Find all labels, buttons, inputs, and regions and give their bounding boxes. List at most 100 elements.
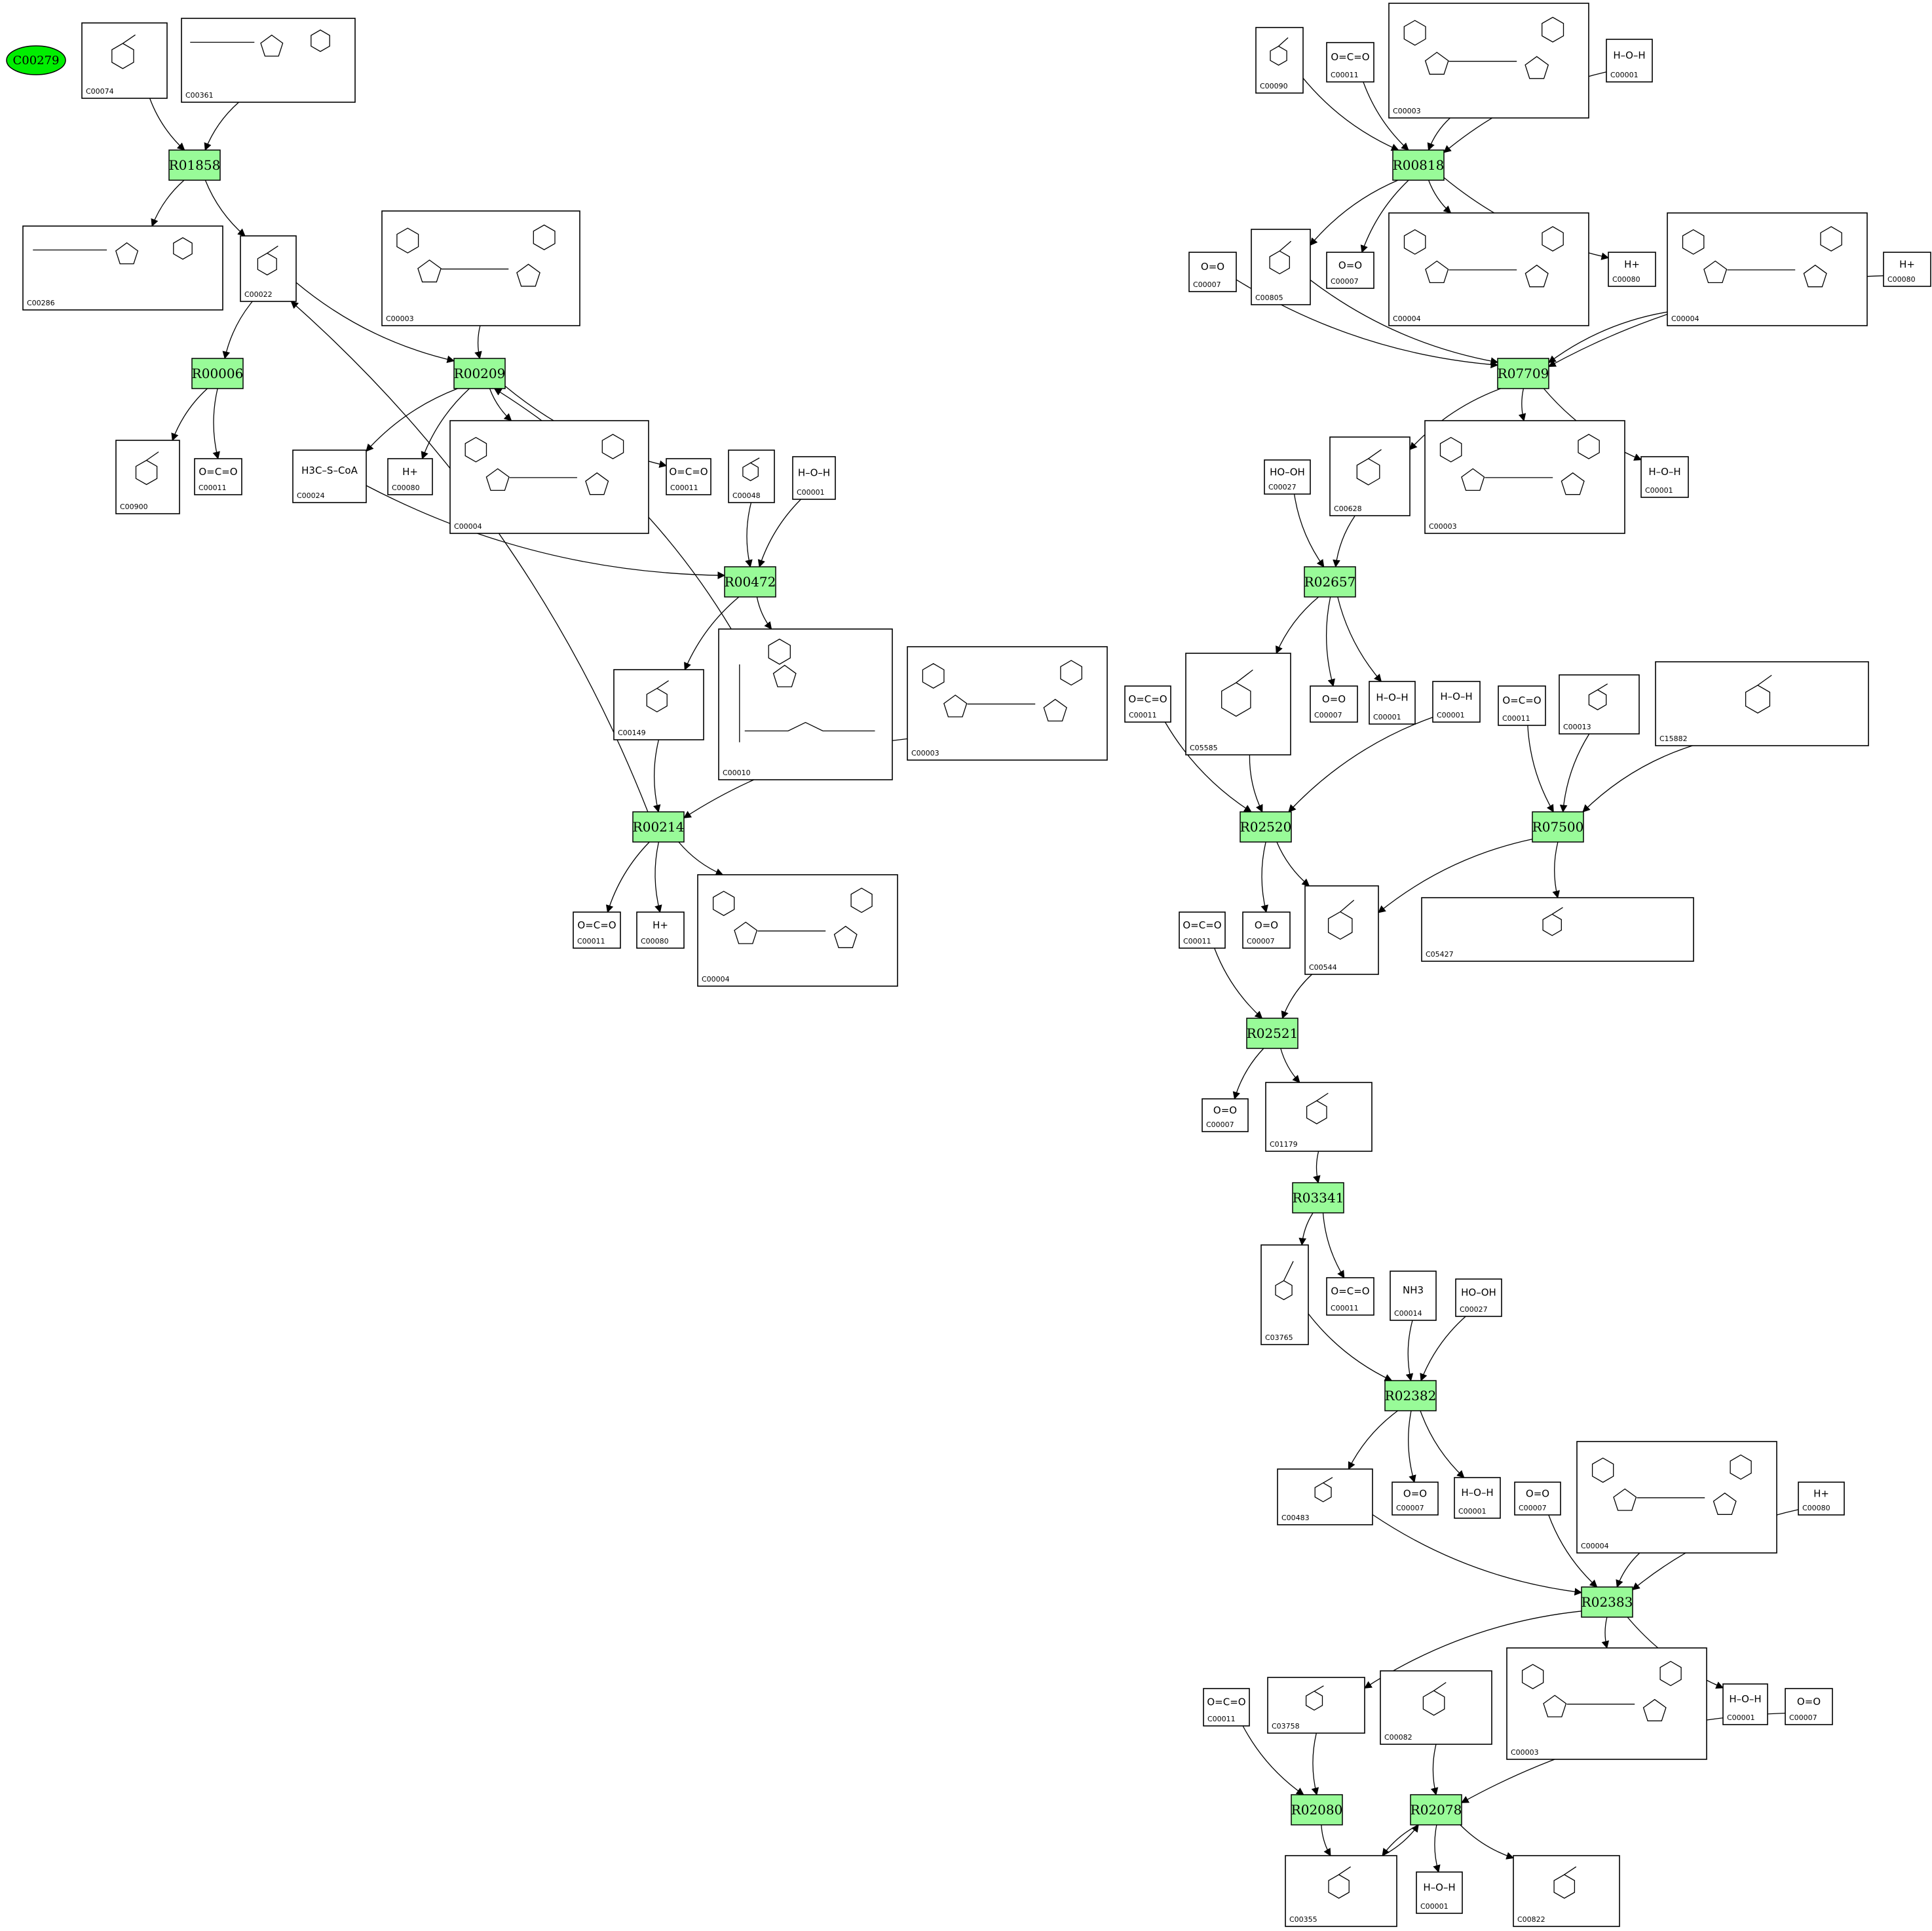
- reaction-node-r03341[interactable]: R03341: [1292, 1182, 1344, 1214]
- reaction-node-r00006[interactable]: R00006: [191, 358, 244, 389]
- structure-sketch: [1682, 226, 1842, 288]
- compound-node-c00004[interactable]: C00004: [1388, 212, 1589, 326]
- reaction-node-r00472[interactable]: R00472: [724, 566, 776, 598]
- compound-id-label: C00004: [1393, 315, 1421, 323]
- compound-node-c05585[interactable]: C05585: [1185, 653, 1291, 755]
- compound-node-c00361[interactable]: C00361: [181, 18, 356, 103]
- compound-node-c15882[interactable]: C15882: [1655, 661, 1869, 746]
- compound-node-c00286[interactable]: C00286: [22, 225, 223, 311]
- reaction-node-r02382[interactable]: R02382: [1384, 1380, 1437, 1411]
- compound-id-label: C01179: [1270, 1140, 1298, 1149]
- structure-sketch: [739, 638, 875, 742]
- compound-node-c00004[interactable]: C00004: [1667, 212, 1868, 326]
- reaction-node-r00214[interactable]: R00214: [632, 811, 685, 843]
- compound-node-c00074[interactable]: C00074: [81, 22, 168, 99]
- reaction-node-r00209[interactable]: R00209: [453, 358, 506, 389]
- compound-node-c00900[interactable]: C00900: [115, 440, 180, 514]
- edge-arrow: [489, 388, 512, 421]
- compound-node-c00003[interactable]: C00003: [1388, 3, 1589, 119]
- reaction-node-r02657[interactable]: R02657: [1304, 566, 1356, 598]
- structure-sketch: [190, 29, 330, 57]
- compound-node-c00822[interactable]: C00822: [1513, 1855, 1620, 1927]
- compound-node-c00013[interactable]: C00013: [1559, 674, 1640, 735]
- reaction-node-r02383[interactable]: R02383: [1581, 1586, 1633, 1618]
- compound-node-c00080[interactable]: H+C00080: [1608, 252, 1656, 287]
- reaction-node-r02078[interactable]: R02078: [1410, 1794, 1462, 1826]
- reaction-node-r02080[interactable]: R02080: [1291, 1794, 1343, 1826]
- edge-arrow: [1548, 1514, 1598, 1588]
- compound-node-c00080[interactable]: H+C00080: [1798, 1482, 1845, 1516]
- structure-sketch: [111, 34, 136, 69]
- start-compound-node[interactable]: C00279: [6, 45, 66, 75]
- compound-id-label: C00007: [1247, 937, 1275, 946]
- compound-node-c01179[interactable]: C01179: [1265, 1082, 1373, 1152]
- compound-id-label: C00007: [1314, 711, 1342, 719]
- compound-node-c03758[interactable]: C03758: [1267, 1677, 1365, 1734]
- compound-node-c00004[interactable]: C00004: [449, 420, 649, 534]
- compound-id-label: C00628: [1334, 505, 1362, 513]
- compound-node-c00080[interactable]: H+C00080: [387, 458, 433, 495]
- compound-node-c00080[interactable]: H+C00080: [1883, 252, 1931, 287]
- compound-node-c00090[interactable]: C00090: [1255, 27, 1304, 94]
- reaction-node-r00818[interactable]: R00818: [1392, 149, 1445, 181]
- reaction-node-r07500[interactable]: R07500: [1532, 811, 1584, 843]
- edge-arrow: [1460, 1824, 1515, 1860]
- compound-node-c00022[interactable]: C00022: [240, 235, 297, 302]
- reaction-node-r07709[interactable]: R07709: [1497, 358, 1549, 389]
- compound-node-c00003[interactable]: C00003: [1424, 420, 1625, 534]
- compound-node-c00149[interactable]: C00149: [613, 669, 704, 740]
- reaction-node-r02521[interactable]: R02521: [1246, 1018, 1298, 1049]
- compound-node-c00628[interactable]: C00628: [1329, 436, 1411, 516]
- compound-node-c00048[interactable]: C00048: [728, 449, 775, 503]
- compound-node-c00004[interactable]: C00004: [697, 874, 898, 987]
- compound-node-c00010[interactable]: C00010: [718, 628, 893, 780]
- compound-node-c00080[interactable]: H+C00080: [636, 911, 685, 949]
- compound-node-c00483[interactable]: C00483: [1277, 1468, 1373, 1525]
- compound-node-c00003[interactable]: C00003: [381, 210, 580, 326]
- compound-node-c00003[interactable]: C00003: [1506, 1647, 1707, 1760]
- compound-id-label: C00010: [723, 769, 751, 777]
- compound-node-c00355[interactable]: C00355: [1285, 1855, 1397, 1927]
- compound-formula: O=O: [1338, 259, 1362, 271]
- compound-id-label: C00011: [577, 937, 605, 946]
- compound-node-c05427[interactable]: C05427: [1421, 897, 1694, 962]
- compound-node-c00082[interactable]: C00082: [1380, 1670, 1492, 1745]
- reaction-node-r01858[interactable]: R01858: [168, 149, 221, 181]
- compound-node-c00805[interactable]: C00805: [1251, 229, 1311, 305]
- compound-node-c00544[interactable]: C00544: [1304, 885, 1379, 975]
- reaction-node-r02520[interactable]: R02520: [1240, 811, 1292, 843]
- compound-node-c00003[interactable]: C00003: [907, 646, 1108, 761]
- compound-node-c00004[interactable]: C00004: [1576, 1441, 1777, 1554]
- compound-node-c03765[interactable]: C03765: [1260, 1244, 1309, 1345]
- reaction-label: R00472: [725, 574, 776, 590]
